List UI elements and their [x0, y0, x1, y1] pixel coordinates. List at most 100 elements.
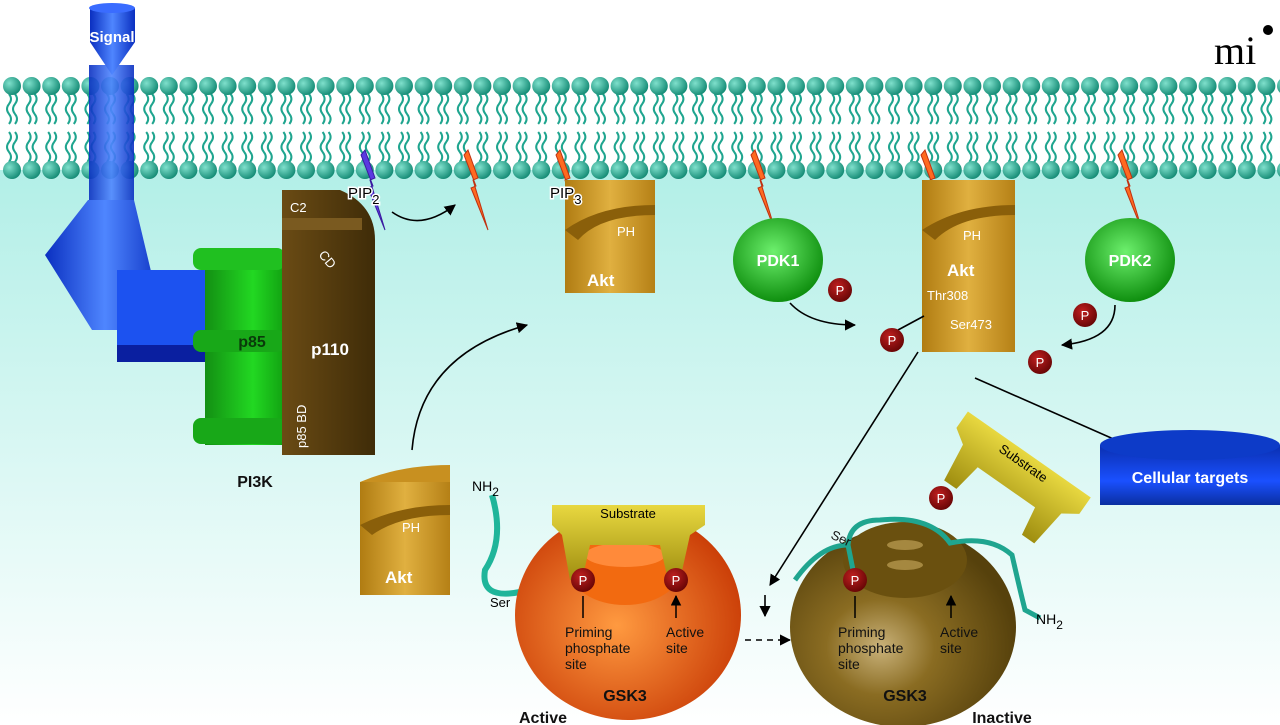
lipid-tail: [1025, 131, 1032, 163]
lipid-tail: [658, 131, 665, 163]
lipid-tail: [678, 93, 685, 125]
lipid-tail: [1090, 93, 1096, 125]
lipid-tail: [698, 93, 704, 125]
lipid-head: [1277, 79, 1280, 93]
lipid-head: [355, 77, 374, 95]
lipid-tail: [462, 93, 469, 125]
lipid-head: [1237, 161, 1256, 179]
lipid-head: [1061, 77, 1080, 95]
lipid-tail: [1031, 131, 1038, 163]
lightning-bolt-icon: [1117, 148, 1143, 231]
lipid-tail: [731, 93, 738, 125]
lipid-tail: [1266, 93, 1273, 125]
lipid-head: [591, 161, 609, 179]
active-state-label: Active: [519, 710, 567, 725]
lipid-tail: [149, 131, 156, 163]
lipid-tail: [25, 93, 32, 125]
lipid-tail: [247, 93, 254, 125]
lipid-head: [689, 161, 707, 179]
lipid-head: [963, 77, 982, 95]
lipid-tail: [1201, 93, 1208, 125]
lipid-head: [434, 77, 453, 95]
lightning-bolt-icon: [463, 148, 489, 231]
lipid-tail: [1070, 93, 1077, 125]
lipid-head: [1159, 77, 1178, 95]
ser-label: Ser: [490, 595, 511, 610]
lipid-tail: [1246, 93, 1253, 125]
conversion-arrow: [391, 204, 456, 222]
lipid-tail: [1011, 131, 1018, 163]
lipid-head: [1277, 163, 1280, 177]
lipid-tail: [515, 93, 522, 125]
lipid-tail: [907, 93, 914, 125]
lipid-tail: [1011, 93, 1018, 125]
lipid-tail: [286, 93, 293, 125]
lipid-tail: [952, 93, 959, 125]
lipid-tail: [613, 131, 620, 163]
lipid-head: [924, 77, 943, 95]
lipid-tail: [51, 131, 58, 163]
lipid-head: [218, 161, 237, 179]
lipid-tail: [437, 93, 444, 125]
lipid-head: [885, 161, 903, 179]
lipid-head: [238, 77, 257, 95]
p85-label: p85: [238, 334, 266, 351]
lipid-tail: [894, 131, 900, 163]
pdk1: PDK1: [733, 218, 823, 302]
lipid-head: [1179, 77, 1197, 95]
lipid-tail: [652, 93, 659, 125]
lipid-tail: [535, 93, 542, 125]
lipid-head: [885, 77, 903, 95]
pip3-label: PIP3: [550, 185, 581, 207]
lipid-tail: [580, 93, 587, 125]
lipid-head: [1022, 77, 1041, 95]
lipid-tail: [1005, 93, 1012, 125]
lipid-head: [42, 77, 61, 95]
lipid-tail: [594, 93, 600, 125]
lipid-tail: [692, 93, 698, 125]
lipid-tail: [266, 93, 273, 125]
lipid-tail: [1129, 131, 1136, 163]
lipid-tail: [756, 93, 763, 125]
inactive-state-label: Inactive: [972, 710, 1032, 725]
lipid-tail: [456, 93, 463, 125]
lipid-tail: [521, 93, 528, 125]
lipid-tail: [946, 93, 953, 125]
svg-text:PH: PH: [402, 520, 420, 535]
p85-bd-label: p85 BD: [294, 405, 309, 448]
lipid-tail: [521, 131, 528, 163]
lipid-tail: [672, 93, 679, 125]
lipid-tail: [1148, 93, 1155, 125]
lipid-head: [3, 77, 21, 95]
svg-text:P: P: [1036, 355, 1045, 370]
lipid-head: [453, 161, 472, 179]
svg-text:PH: PH: [963, 228, 981, 243]
lipid-tail: [913, 93, 920, 125]
lipid-tail: [404, 93, 410, 125]
lipid-tail: [1207, 93, 1214, 125]
lipid-head: [1100, 77, 1119, 95]
lipid-head: [316, 161, 335, 179]
lipid-tail: [168, 131, 175, 163]
lipid-tail: [384, 131, 391, 163]
lipid-tail: [633, 131, 640, 163]
lipid-tail: [815, 131, 822, 163]
lipid-tail: [1044, 131, 1051, 163]
lipid-head: [159, 161, 178, 179]
lipid-tail: [149, 93, 156, 125]
lipid-tail: [325, 131, 332, 163]
lipid-head: [277, 77, 296, 95]
lipid-head: [473, 161, 492, 179]
lipid-tail: [1260, 93, 1267, 125]
lipid-tail: [208, 131, 214, 163]
lipid-tail: [143, 93, 150, 125]
lipid-head: [826, 161, 845, 179]
lipid-tail: [711, 93, 718, 125]
lipid-tail: [1084, 93, 1090, 125]
lipid-head: [963, 161, 982, 179]
lipid-tail: [1070, 131, 1077, 163]
lipid-head: [826, 77, 845, 95]
svg-text:Akt: Akt: [947, 261, 975, 280]
lipid-tail: [1182, 131, 1188, 163]
